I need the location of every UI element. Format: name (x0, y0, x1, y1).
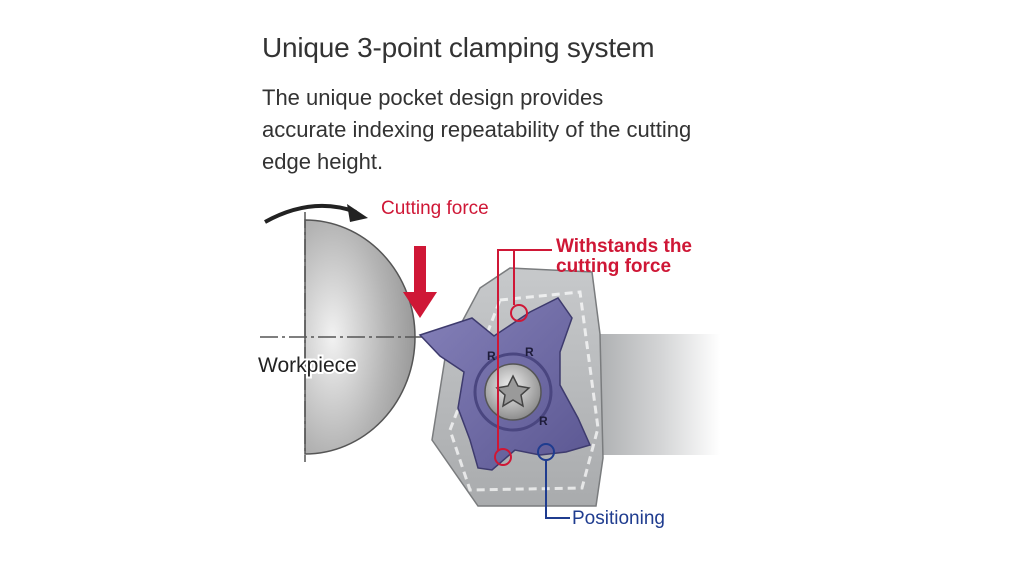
diagram-description: The unique pocket design provides accura… (262, 82, 782, 178)
workpiece-label: Workpiece (258, 354, 357, 377)
contact-point-bottom (494, 448, 512, 466)
withstands-callout (494, 249, 552, 466)
description-line-2: accurate indexing repeatability of the c… (262, 117, 692, 142)
insert-mark-right: R (539, 414, 548, 428)
contact-point-top (510, 304, 528, 322)
withstands-label-line-1: Withstands the (556, 236, 692, 257)
cutting-force-label: Cutting force (381, 198, 489, 219)
cutting-force-arrow (403, 246, 437, 318)
withstands-label-line-2: cutting force (556, 256, 671, 277)
positioning-callout (537, 443, 570, 519)
rotation-arrow (264, 203, 368, 224)
description-line-3: edge height. (262, 149, 384, 174)
workpiece (260, 212, 440, 462)
insert-mark-top: R (487, 349, 496, 363)
description-line-1: The unique pocket design provides (262, 85, 604, 110)
insert-mark-left: R (525, 345, 534, 359)
diagram-title: Unique 3-point clamping system (262, 32, 655, 63)
positioning-label: Positioning (572, 508, 665, 529)
cutting-insert: R R R (418, 297, 592, 471)
